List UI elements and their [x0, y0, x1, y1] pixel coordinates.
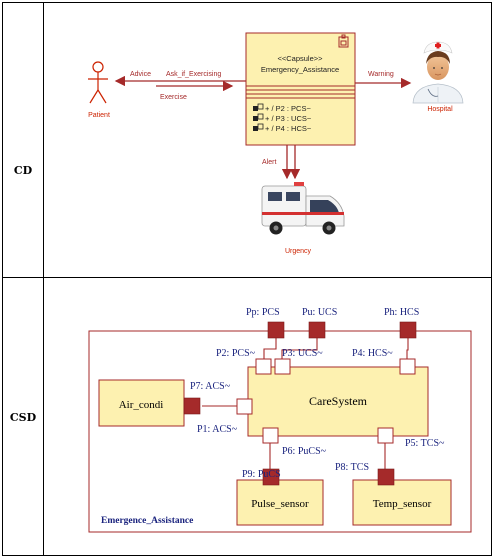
patient-label: Patient — [88, 112, 110, 119]
label-pu: Pu: UCS — [302, 307, 337, 318]
label-p5: P5: TCS~ — [405, 438, 445, 449]
port-p6 — [263, 428, 278, 443]
label-p6: P6: PuCS~ — [282, 446, 327, 457]
emergence-assistance-label: Emergence_Assistance — [101, 516, 193, 526]
capsule-port-p2: + / P2 : PCS~ — [265, 104, 311, 113]
capsule-name: Emergency_Assistance — [261, 65, 339, 74]
port-air-condi — [184, 398, 200, 414]
msg-alert: Alert — [262, 159, 276, 166]
label-p4: P4: HCS~ — [352, 348, 393, 359]
caresystem-label: CareSystem — [309, 394, 368, 408]
patient-actor-icon — [88, 62, 108, 103]
port-ph — [400, 322, 416, 338]
label-p7: P7: ACS~ — [190, 381, 231, 392]
label-pp: Pp: PCS — [246, 307, 280, 318]
port-p5 — [378, 428, 393, 443]
urgency-label: Urgency — [285, 248, 312, 255]
port-p1 — [237, 399, 252, 414]
label-ph: Ph: HCS — [384, 307, 419, 318]
pulse-sensor-label: Pulse_sensor — [251, 498, 309, 510]
port-pp — [268, 322, 284, 338]
port-p2 — [256, 359, 271, 374]
capsule-port-p4: + / P4 : HCS~ — [265, 124, 312, 133]
port-p8 — [378, 469, 394, 485]
label-p2: P2: PCS~ — [216, 348, 256, 359]
temp-sensor-label: Temp_sensor — [373, 498, 432, 510]
msg-advice: Advice — [130, 71, 151, 78]
capsule-stereotype: <<Capsule>> — [277, 54, 323, 63]
air-condi-label: Air_condi — [119, 399, 164, 411]
port-pu — [309, 322, 325, 338]
msg-exercise: Exercise — [160, 94, 187, 101]
hospital-nurse-icon — [413, 42, 463, 103]
port-p3 — [275, 359, 290, 374]
label-p3: P3: UCS~ — [282, 348, 323, 359]
msg-ask-if-exercising: Ask_if_Exercising — [166, 71, 221, 78]
label-p1: P1: ACS~ — [197, 424, 238, 435]
port-p4 — [400, 359, 415, 374]
msg-warning: Warning — [368, 71, 394, 78]
hospital-label: Hospital — [427, 106, 453, 113]
label-p8: P8: TCS — [335, 462, 369, 473]
ambulance-icon — [262, 182, 344, 235]
label-p9: P9: PuCS — [242, 469, 281, 480]
capsule-port-p3: + / P3 : UCS~ — [265, 114, 312, 123]
